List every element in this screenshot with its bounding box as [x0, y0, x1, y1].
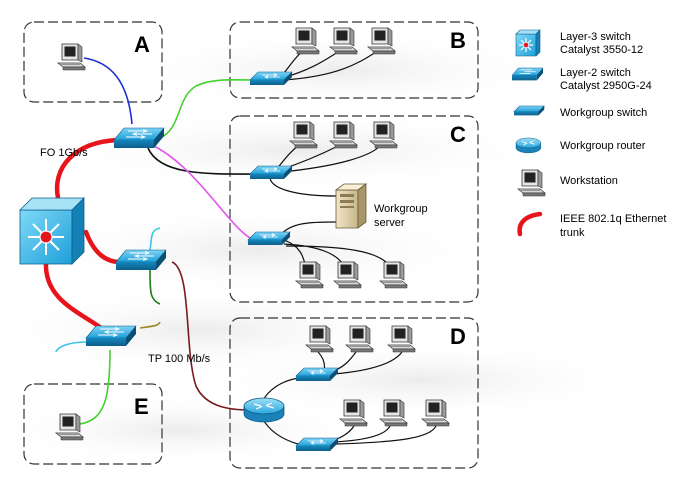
server-label-line2: server — [374, 217, 405, 229]
workstation-icon — [379, 399, 408, 427]
workstation-icon — [329, 121, 358, 149]
link-c-magenta — [153, 145, 255, 241]
router-icon — [243, 397, 285, 423]
legend-layer3-line1: Layer-3 switch — [560, 31, 631, 43]
workstation-icon — [339, 399, 368, 427]
trunk-l3-to-low — [43, 259, 107, 333]
workstation-icon — [57, 43, 86, 71]
workstation-icon — [289, 121, 318, 149]
server-label-line1: Workgroup — [374, 203, 428, 215]
workstation-icon — [387, 325, 416, 353]
legend-layer3-switch-icon — [515, 29, 541, 57]
workstation-icon — [329, 27, 358, 55]
trunk-l3-to-core — [54, 137, 121, 201]
layer2-switch-icon — [113, 127, 165, 149]
workstation-icon — [367, 27, 396, 55]
workgroup-switch-icon — [295, 437, 339, 452]
legend: Layer-3 switch Catalyst 3550-12 Layer-2 … — [511, 29, 666, 239]
zone-a-label: A — [134, 32, 150, 57]
workstation-icon — [295, 261, 324, 289]
legend-trunk-line-icon — [517, 211, 543, 237]
workgroup-switch-icon — [249, 71, 293, 86]
zone-b-box — [229, 21, 479, 99]
workstation-icon — [345, 325, 374, 353]
legend-trunk-line2: trunk — [560, 227, 585, 239]
legend-layer3-line2: Catalyst 3550-12 — [560, 44, 643, 56]
c-server-link-top — [269, 177, 337, 197]
zone-d-label: D — [450, 324, 466, 349]
zone-c-box — [229, 115, 479, 303]
link-a-blue — [83, 57, 133, 125]
link-b-green — [159, 78, 257, 139]
legend-trunk-line1: IEEE 802.1q Ethernet — [560, 213, 666, 225]
link-mid-darkgreen — [149, 269, 161, 305]
workstation-icon — [369, 121, 398, 149]
workgroup-switch-icon — [247, 231, 291, 246]
zone-boxes — [23, 21, 479, 469]
link-c-black — [147, 147, 257, 175]
link-low-cyan — [55, 341, 89, 353]
legend-layer2-switch-icon — [511, 67, 544, 81]
zone-c-label: C — [450, 122, 466, 147]
tp-link-label: TP 100 Mb/s — [148, 353, 211, 365]
legend-workgroup-router-icon — [515, 137, 542, 154]
link-mid-cyan — [149, 227, 161, 251]
fo-link-label: FO 1Gb/s — [40, 147, 88, 159]
legend-workstation-text: Workstation — [560, 175, 618, 187]
legend-layer2-line2: Catalyst 2950G-24 — [560, 80, 652, 92]
zone-e-label: E — [134, 394, 149, 419]
link-tp-100 — [171, 261, 251, 411]
layer3-switch-icon — [19, 197, 85, 265]
workstation-icon — [333, 261, 362, 289]
layer2-switch-icon — [85, 325, 137, 347]
server-icon — [334, 183, 368, 229]
workstation-icon — [55, 413, 84, 441]
legend-workstation-icon — [517, 169, 546, 197]
legend-workgroup-switch-icon — [513, 105, 545, 116]
legend-workgroup-switch-text: Workgroup switch — [560, 107, 647, 119]
workstation-icon — [379, 261, 408, 289]
legend-workgroup-router-text: Workgroup router — [560, 140, 646, 152]
workstation-icon — [305, 325, 334, 353]
zone-d-box — [229, 317, 479, 469]
legend-layer2-line1: Layer-2 switch — [560, 67, 631, 79]
layer2-switch-icon — [115, 249, 167, 271]
zone-b-label: B — [450, 28, 466, 53]
link-low-olive — [139, 321, 161, 329]
workstation-icon — [421, 399, 450, 427]
link-e-green — [79, 349, 111, 425]
workgroup-switch-icon — [295, 367, 339, 382]
zone-e-box — [23, 383, 163, 465]
zone-a-box — [23, 21, 163, 103]
workgroup-switch-icon — [249, 165, 293, 180]
workstation-icon — [291, 27, 320, 55]
